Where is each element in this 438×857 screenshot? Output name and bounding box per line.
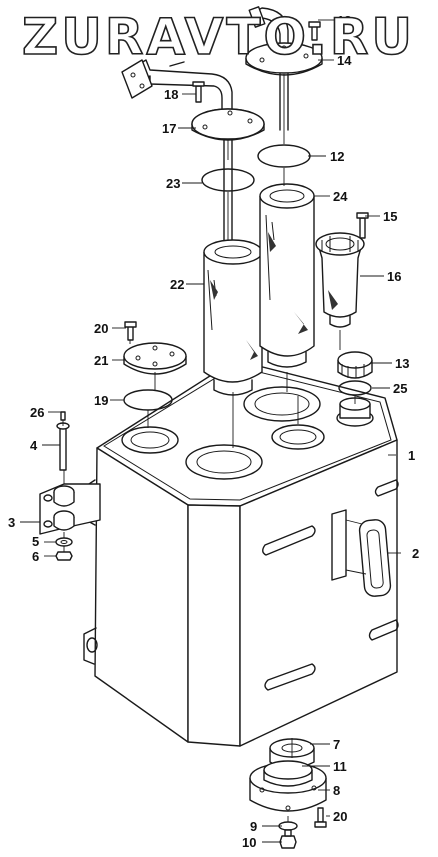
callout-1: 1 [408, 448, 415, 463]
gasket-23 [201, 168, 255, 192]
callout-16: 16 [387, 269, 401, 284]
callout-3: 3 [8, 515, 15, 530]
filter-element-24 [259, 183, 315, 368]
drain-plug-10 [279, 829, 297, 849]
drain-flange-8 [249, 760, 327, 812]
bolt-18-right [308, 21, 321, 41]
filter-16 [315, 232, 365, 328]
callout-20-top: 20 [94, 321, 108, 336]
filler-cap-13 [337, 351, 373, 379]
callout-4: 4 [30, 438, 38, 453]
bolt-18-left [192, 81, 205, 103]
callout-5: 5 [32, 534, 39, 549]
watermark: ZURAVTO.RU [22, 8, 415, 66]
callout-6: 6 [32, 549, 39, 564]
callout-17: 17 [162, 121, 176, 136]
callout-21: 21 [94, 353, 108, 368]
callout-13: 13 [395, 356, 409, 371]
washer-5 [55, 537, 73, 547]
callout-12: 12 [330, 149, 344, 164]
filter-cover-17 [121, 59, 265, 244]
cover-plate-21 [123, 342, 187, 375]
callout-15: 15 [383, 209, 397, 224]
assembly-lines [62, 74, 356, 822]
callout-9: 9 [250, 819, 257, 834]
callout-24: 24 [333, 189, 348, 204]
bolt-20-top [124, 321, 137, 341]
gasket-25 [338, 380, 372, 396]
tank-body [83, 359, 399, 747]
gasket-12 [257, 144, 311, 168]
mount-bracket-3 [39, 483, 101, 535]
level-gauge [331, 509, 392, 597]
callout-22: 22 [170, 277, 184, 292]
gasket-19 [123, 389, 173, 411]
callout-26: 26 [30, 405, 44, 420]
callout-11: 11 [333, 759, 347, 774]
bolt-15 [356, 212, 369, 239]
callout-18-left: 18 [164, 87, 178, 102]
return-cover-14 [245, 6, 323, 131]
callout-14: 14 [337, 53, 352, 68]
callout-18-right: 18 [337, 13, 351, 28]
callout-25: 25 [393, 381, 407, 396]
callout-23: 23 [166, 176, 180, 191]
bolt-20-bottom [314, 807, 327, 828]
callout-labels: 1 2 3 4 5 6 7 8 9 10 11 12 13 14 15 16 1… [8, 13, 419, 850]
nut-6 [55, 551, 73, 561]
callout-7: 7 [333, 737, 340, 752]
bolt-26 [60, 411, 66, 421]
callout-8: 8 [333, 783, 340, 798]
callout-19: 19 [94, 393, 108, 408]
callout-20-bottom: 20 [333, 809, 347, 824]
leader-lines [20, 19, 401, 843]
tank-top-ports [121, 386, 374, 480]
callout-10: 10 [242, 835, 256, 850]
pin-4 [56, 422, 70, 471]
callout-2: 2 [412, 546, 419, 561]
filter-element-22 [203, 239, 263, 396]
